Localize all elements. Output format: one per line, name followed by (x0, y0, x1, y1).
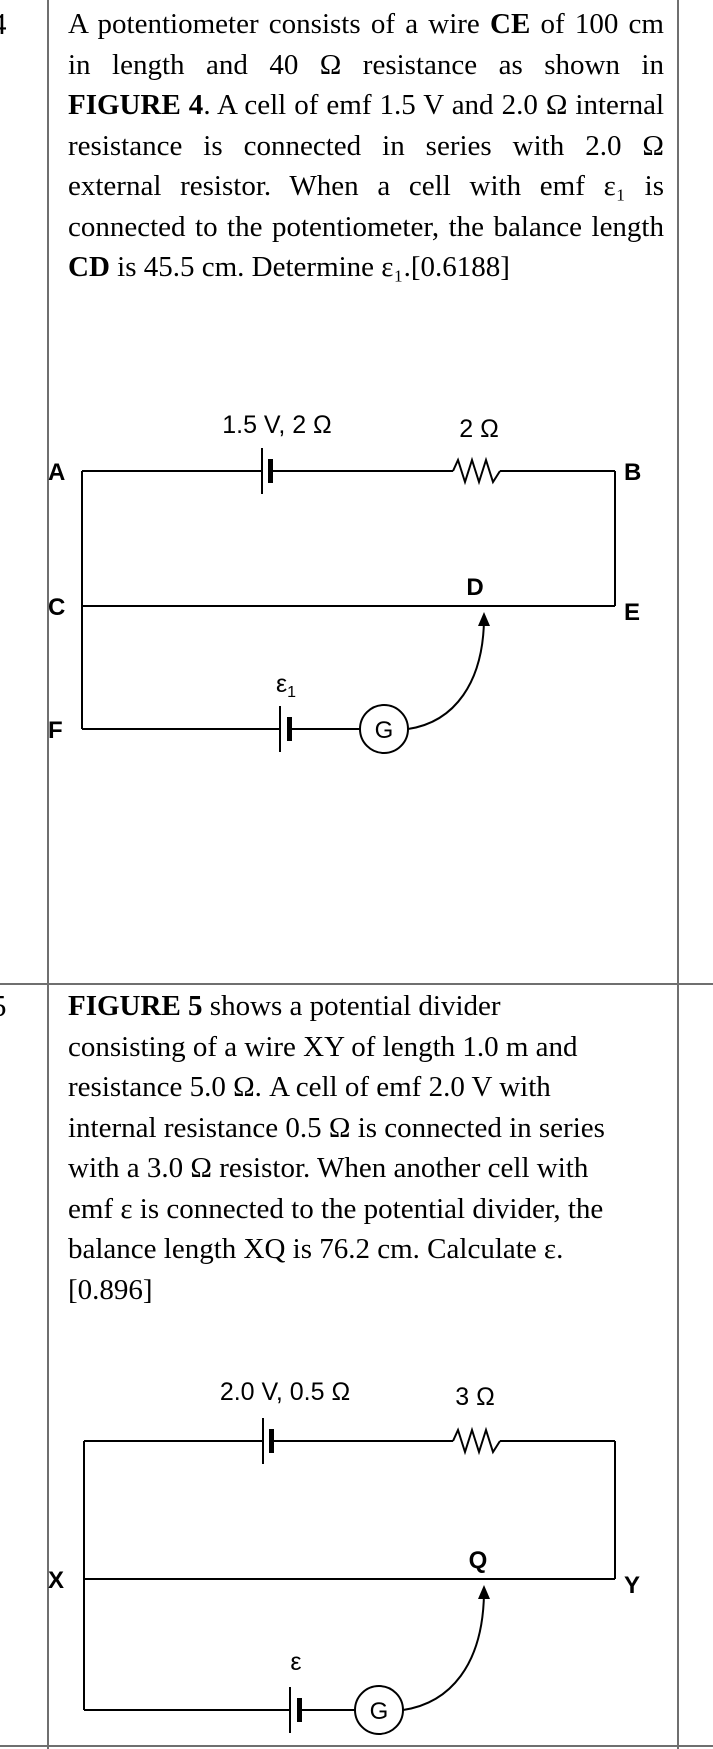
question-4-number: 4 (0, 6, 7, 42)
galvanometer (359, 704, 409, 754)
question-5-number: 5 (0, 988, 7, 1024)
cell-short-plate (268, 459, 273, 483)
cell-label: 1.5 V, 2 Ω (222, 411, 332, 439)
question-5-text: FIGURE 5 shows a potential divider consi… (68, 990, 605, 1306)
svg-text:G: G (370, 1698, 389, 1725)
emf-label: ε (290, 1648, 301, 1676)
svg-text:Q: Q (469, 1547, 488, 1574)
svg-text:F: F (48, 717, 63, 744)
resistor-label: 3 Ω (455, 1383, 495, 1411)
cell-label: 2.0 V, 0.5 Ω (220, 1378, 350, 1406)
svg-text:E: E (624, 599, 640, 626)
svg-text:G: G (375, 717, 394, 744)
figure-4-circuit: G 1.5 V, 2 Ω 2 Ω A B C D E F ε1 (48, 411, 641, 754)
table-border-bottom (0, 1745, 713, 1747)
row-divider (0, 983, 713, 985)
svg-text:Y: Y (624, 1572, 640, 1599)
emf-label: ε1 (276, 670, 296, 701)
svg-text:C: C (48, 594, 65, 621)
svg-text:D: D (466, 574, 483, 601)
figure-5-circuit: G 2.0 V, 0.5 Ω 3 Ω X Q Y ε (48, 1378, 640, 1735)
table-border-right (677, 0, 679, 1749)
svg-text:A: A (48, 459, 65, 486)
table-border-left (47, 0, 49, 1749)
galvanometer (354, 1685, 404, 1735)
resistor-label: 2 Ω (459, 415, 499, 443)
question-4-text: A potentiometer consists of a wire CE of… (68, 8, 664, 283)
svg-text:X: X (48, 1567, 64, 1594)
svg-text:B: B (624, 459, 641, 486)
